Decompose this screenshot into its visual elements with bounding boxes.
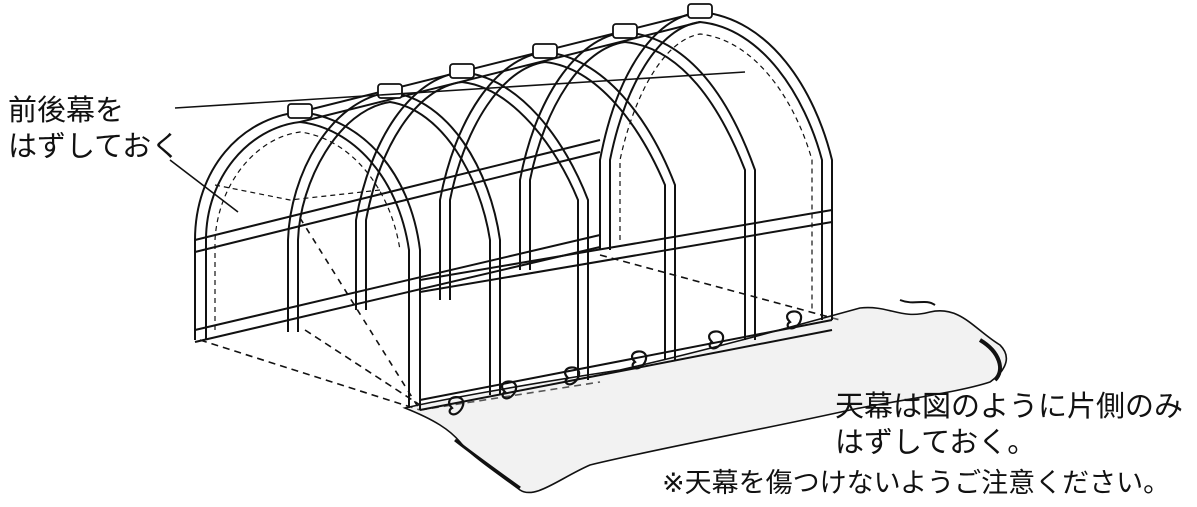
side-rails <box>194 139 833 411</box>
end-curtain-note-line2: はずしておく <box>8 129 181 163</box>
roof-cover-note-line1: 天幕は図のように片側のみ <box>835 389 1184 423</box>
ridge-joints <box>287 3 713 119</box>
arch-inner-dashes <box>214 33 813 330</box>
roof-cover-note: 天幕は図のように片側のみ はずしておく。 <box>835 388 1183 460</box>
ground-clips <box>448 310 803 416</box>
roof-cover-sheet <box>402 299 1007 494</box>
leader-lines <box>169 71 746 213</box>
caution-note: ※天幕を傷つけないようご注意ください。 <box>662 468 1171 499</box>
ridge-rail <box>299 11 701 123</box>
end-curtain-note-line1: 前後幕を <box>8 93 125 127</box>
roof-cover-note-line2: はずしておく。 <box>835 425 1037 459</box>
end-curtain-note: 前後幕を はずしておく <box>8 92 180 164</box>
